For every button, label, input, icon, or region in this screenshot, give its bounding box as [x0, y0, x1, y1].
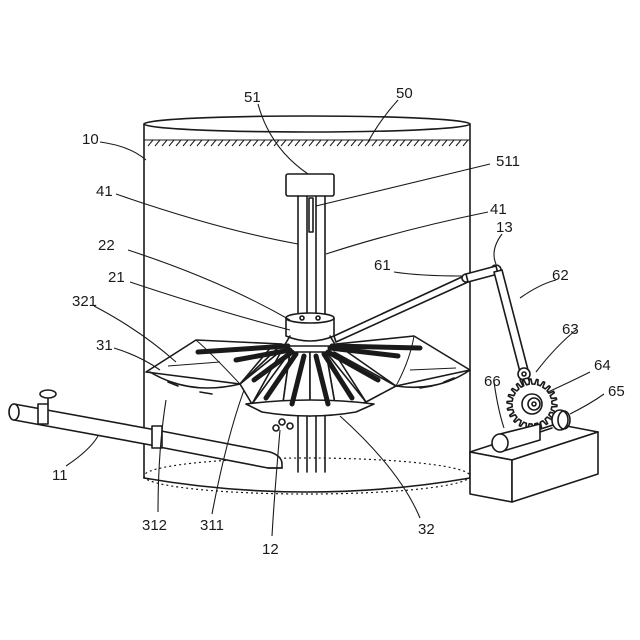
hatch-stroke [393, 140, 398, 146]
hatch-stroke [288, 140, 293, 146]
label-crank-arm: 62 [552, 267, 569, 284]
hatch-stroke [253, 140, 258, 146]
hatch-stroke [176, 140, 181, 146]
label-float-rod: 511 [496, 153, 520, 170]
hatch-stroke [442, 140, 447, 146]
label-canopy-panel: 321 [72, 293, 97, 310]
small-gear [528, 398, 540, 410]
hatch-stroke [295, 140, 300, 146]
outlet-bubbles [273, 419, 293, 431]
label-hub-ring: 22 [98, 237, 115, 254]
hatch-stroke [330, 140, 335, 146]
hatch-stroke [421, 140, 426, 146]
label-float: 51 [244, 89, 261, 106]
hatch-stroke [463, 140, 468, 146]
label-water-level: 50 [396, 85, 413, 102]
label-canopy-edge: 312 [142, 517, 167, 534]
hatch-stroke [246, 140, 251, 146]
label-base-cone: 32 [418, 521, 435, 538]
hatch-stroke [197, 140, 202, 146]
label-inlet-pipe: 11 [52, 467, 68, 484]
hatch-stroke [218, 140, 223, 146]
hatch-stroke [155, 140, 160, 146]
hatch-stroke [225, 140, 230, 146]
label-shaft-left: 41 [96, 183, 113, 200]
label-big-gear: 64 [594, 357, 611, 374]
hatch-stroke [372, 140, 377, 146]
float-assembly [286, 174, 334, 316]
hatch-stroke [344, 140, 349, 146]
crank-arm [494, 270, 528, 372]
hatch-stroke [456, 140, 461, 146]
hatch-stroke [400, 140, 405, 146]
hatch-stroke [169, 140, 174, 146]
gear-train [507, 379, 557, 429]
hatch-stroke [316, 140, 321, 146]
hatch-stroke [386, 140, 391, 146]
hatch-stroke [302, 140, 307, 146]
label-shaft-right: 41 [490, 201, 507, 218]
hatch-stroke [260, 140, 265, 146]
hatch-stroke [323, 140, 328, 146]
hub [284, 313, 336, 346]
hatch-stroke [148, 140, 153, 146]
pipe-valve-body [38, 404, 48, 424]
float-rod-slot [309, 198, 313, 232]
hatch-stroke [309, 140, 314, 146]
label-tank: 10 [82, 131, 99, 148]
label-blade-root: 21 [108, 269, 125, 286]
inlet-pipe [9, 390, 282, 468]
hatch-stroke [351, 140, 356, 146]
hatch-stroke [183, 140, 188, 146]
hatch-stroke [414, 140, 419, 146]
hatch-stroke [358, 140, 363, 146]
label-motor-wheel: 65 [608, 383, 625, 400]
hatch-stroke [407, 140, 412, 146]
hatch-stroke [239, 140, 244, 146]
hatch-stroke [337, 140, 342, 146]
label-rib: 311 [200, 517, 224, 534]
hatch-stroke [435, 140, 440, 146]
base-cone [246, 400, 374, 416]
label-small-gear: 63 [562, 321, 579, 338]
label-pivot: 13 [496, 219, 513, 236]
float-block [286, 174, 334, 196]
water-hatching [148, 140, 468, 146]
hatch-stroke [449, 140, 454, 146]
hatch-stroke [162, 140, 167, 146]
hatch-stroke [365, 140, 370, 146]
hatch-stroke [379, 140, 384, 146]
hatch-stroke [211, 140, 216, 146]
hatch-stroke [204, 140, 209, 146]
hatch-stroke [267, 140, 272, 146]
valve-handwheel [40, 390, 56, 398]
hatch-stroke [232, 140, 237, 146]
base-box-front [470, 452, 512, 502]
link-rod [334, 276, 468, 342]
label-outlet: 12 [262, 541, 279, 558]
label-umbrella-frame: 31 [96, 337, 113, 354]
hatch-stroke [190, 140, 195, 146]
umbrella-frame [146, 336, 470, 416]
label-motor: 66 [484, 373, 501, 390]
hatch-stroke [428, 140, 433, 146]
hatch-stroke [281, 140, 286, 146]
label-link-rod: 61 [374, 257, 391, 274]
